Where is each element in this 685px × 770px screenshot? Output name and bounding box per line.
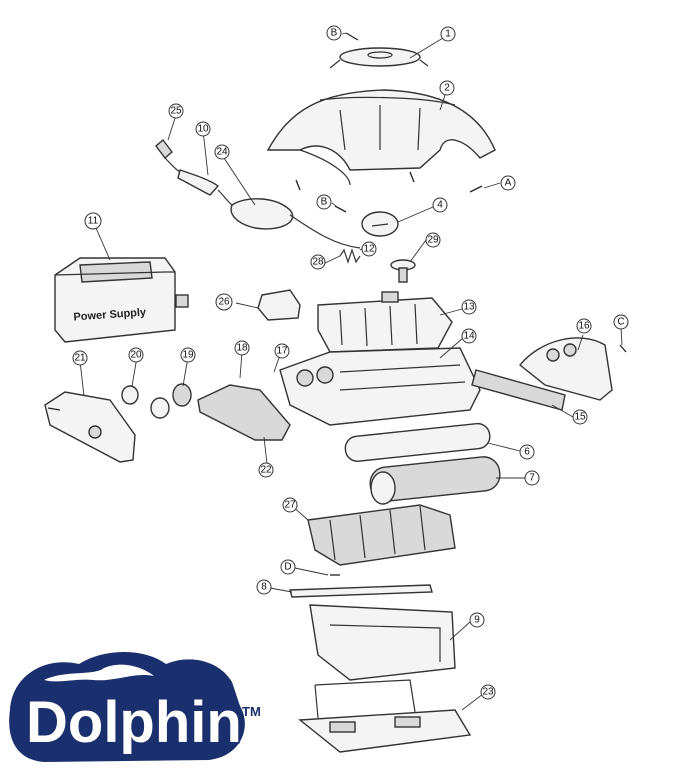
callout-16: 16 <box>576 318 592 334</box>
svg-text:8: 8 <box>261 582 267 593</box>
callout-1: 1 <box>440 26 456 42</box>
dolphin-logo: Dolphin TM <box>9 652 261 762</box>
svg-text:C: C <box>617 317 624 328</box>
svg-text:D: D <box>284 562 291 573</box>
svg-text:29: 29 <box>427 235 439 246</box>
callout-17: 17 <box>274 343 290 359</box>
svg-text:18: 18 <box>236 343 248 354</box>
svg-text:B: B <box>331 28 338 39</box>
callout-18: 18 <box>234 340 250 356</box>
part-spring <box>339 248 361 264</box>
callout-9: 9 <box>469 612 485 628</box>
svg-text:10: 10 <box>197 124 209 135</box>
svg-text:26: 26 <box>218 297 230 308</box>
logo-trademark: TM <box>242 704 261 719</box>
part-filter-frame <box>309 604 456 681</box>
part-motor-unit <box>317 291 453 353</box>
callout-2: 2 <box>439 80 455 96</box>
part-left-track <box>197 384 291 441</box>
part-right-side-plate <box>519 337 613 401</box>
svg-text:1: 1 <box>445 29 451 40</box>
part-brush <box>369 456 501 505</box>
callout-19: 19 <box>180 347 196 363</box>
callout-23: 23 <box>480 684 496 700</box>
svg-text:4: 4 <box>437 200 443 211</box>
callout-C: C <box>613 314 629 330</box>
svg-text:17: 17 <box>276 346 288 357</box>
callout-14: 14 <box>461 328 477 344</box>
svg-text:20: 20 <box>130 350 142 361</box>
svg-text:16: 16 <box>578 321 590 332</box>
svg-text:19: 19 <box>182 350 194 361</box>
part-impeller <box>390 259 416 283</box>
svg-text:23: 23 <box>482 687 494 698</box>
part-right-track <box>471 369 566 411</box>
svg-text:B: B <box>321 197 328 208</box>
part-chassis <box>279 347 481 426</box>
part-filter-bar <box>289 584 433 598</box>
svg-text:13: 13 <box>463 302 475 313</box>
callout-13: 13 <box>461 299 477 315</box>
svg-text:24: 24 <box>216 147 228 158</box>
callout-22: 22 <box>258 462 274 478</box>
part-filter-block <box>257 289 301 321</box>
callout-28: 28 <box>310 254 326 270</box>
svg-text:A: A <box>505 178 512 189</box>
part-cable-assembly <box>155 138 361 249</box>
part-top-plate <box>329 47 429 69</box>
svg-text:7: 7 <box>529 473 535 484</box>
callout-11: 11 <box>84 212 102 230</box>
svg-text:11: 11 <box>88 216 99 227</box>
power-supply-label: Power Supply <box>73 306 147 323</box>
callout-27: 27 <box>282 497 298 513</box>
callout-15: 15 <box>572 409 588 425</box>
callout-A: A <box>500 175 516 191</box>
callout-24: 24 <box>214 144 230 160</box>
callout-29: 29 <box>425 232 441 248</box>
part-impeller-cover <box>361 211 399 237</box>
svg-text:9: 9 <box>474 615 480 626</box>
logo-brand-text: Dolphin <box>26 690 242 755</box>
part-top-cover <box>266 89 496 186</box>
callout-B-top: B <box>326 25 342 41</box>
svg-text:12: 12 <box>363 244 375 255</box>
svg-text:21: 21 <box>74 353 86 364</box>
svg-text:27: 27 <box>284 500 296 511</box>
callout-10: 10 <box>195 121 211 137</box>
svg-text:28: 28 <box>312 257 324 268</box>
screws <box>47 32 627 576</box>
part-bottom-lid <box>298 679 472 753</box>
callout-12: 12 <box>361 241 377 257</box>
svg-text:14: 14 <box>463 331 475 342</box>
svg-text:15: 15 <box>574 412 586 423</box>
part-filter-basket <box>307 504 456 566</box>
callout-26: 26 <box>215 293 233 311</box>
callout-B-mid: B <box>316 194 332 210</box>
logo-wave-highlight <box>44 664 154 682</box>
callout-6: 6 <box>519 444 535 460</box>
svg-text:2: 2 <box>444 83 450 94</box>
callout-20: 20 <box>128 347 144 363</box>
callout-7: 7 <box>524 470 540 486</box>
svg-text:25: 25 <box>170 106 182 117</box>
part-roller <box>344 422 491 462</box>
part-left-side-plate <box>44 391 136 463</box>
callout-4: 4 <box>432 197 448 213</box>
part-wheels <box>121 383 192 419</box>
callout-8: 8 <box>256 579 272 595</box>
callout-25: 25 <box>168 103 184 119</box>
svg-text:22: 22 <box>260 465 272 476</box>
part-power-supply: Power Supply <box>54 257 189 343</box>
callout-D: D <box>280 559 296 575</box>
callouts: 1 2 4 6 7 8 9 10 11 12 13 14 15 16 17 18… <box>72 25 629 700</box>
svg-text:6: 6 <box>524 447 530 458</box>
callout-21: 21 <box>72 350 88 366</box>
